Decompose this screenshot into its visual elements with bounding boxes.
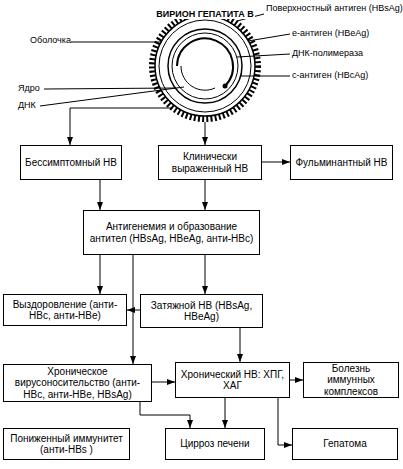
flow-arrow <box>100 255 101 294</box>
envelope-ring <box>159 20 251 112</box>
node-text: ВИРИОН ГЕПАТИТА В <box>155 9 254 19</box>
process-box: Антигенемия и образование антител (HBsAg… <box>83 210 260 255</box>
flow-arrow <box>70 108 173 145</box>
node-text: Болезнь иммунных комплексов <box>307 363 395 398</box>
node-text: Пониженный иммунитет (анти-HBs ) <box>7 433 126 456</box>
part-label: Оболочка <box>30 36 71 46</box>
dna-arc <box>177 38 233 86</box>
flow-arrow <box>127 310 140 311</box>
node-text: Фульминантный НВ <box>295 157 387 169</box>
process-box: Фульминантный НВ <box>290 145 393 180</box>
outcome-box: Выздоровление (анти-HBc, анти-HBe) <box>3 294 127 326</box>
node-text: Бессимптомный НВ <box>25 157 117 169</box>
flow-arrow <box>205 255 206 294</box>
part-label: с-антиген (HBcAg) <box>292 71 368 81</box>
outcome-box: Цирроз печени <box>165 428 265 460</box>
core-ring <box>168 29 242 103</box>
flow-arrow <box>225 398 226 428</box>
flow-arrow <box>133 255 134 364</box>
virion-drawing <box>147 6 263 126</box>
node-text: Цирроз печени <box>180 438 249 450</box>
title-band: ВИРИОН ГЕПАТИТА В <box>133 9 277 19</box>
leader-line <box>70 42 162 43</box>
flow-arrow <box>205 122 206 145</box>
process-box: Хронический НВ: ХПГ, ХАГ <box>175 362 290 398</box>
flow-arrow <box>278 398 292 445</box>
dna-arc <box>181 66 215 90</box>
flow-arrow <box>205 180 206 210</box>
surface-spikes <box>152 13 258 119</box>
leader-line <box>237 54 290 57</box>
virion-circle: ВИРИОН ГЕПАТИТА В <box>147 6 263 126</box>
outcome-box: Хроническое вирусоносительство (анти-HBc… <box>3 364 152 402</box>
leader-line <box>241 76 290 77</box>
flow-arrow <box>262 162 290 163</box>
flow-arrow <box>290 380 303 381</box>
polymerase-dot <box>223 84 228 89</box>
flow-arrow <box>100 180 101 210</box>
node-text: Антигенемия и образование антител (HBsAg… <box>87 221 256 244</box>
node-text: Хроническое вирусоносительство (анти-HBc… <box>7 366 148 401</box>
node-text: Выздоровление (анти-HBc, анти-HBe) <box>7 299 123 322</box>
node-text: Клинически выраженный НВ <box>162 151 258 174</box>
part-label: ДНК <box>18 101 36 111</box>
flow-arrow <box>240 328 241 362</box>
process-box: Затяжной НВ (HBsAg, HBeAg) <box>140 294 263 328</box>
outcome-box: Болезнь иммунных комплексов <box>303 362 399 398</box>
outcome-box: Гепатома <box>292 428 398 460</box>
outcome-box: Пониженный иммунитет (анти-HBs ) <box>3 428 130 460</box>
envelope-ring <box>155 16 255 116</box>
node-text: Затяжной НВ (HBsAg, HBeAg) <box>144 300 259 323</box>
part-label: Поверхностный антиген (HBsAg) <box>266 4 403 14</box>
part-label: Ядро <box>18 84 40 94</box>
flow-arrow <box>140 402 190 428</box>
core-ring <box>172 33 238 99</box>
part-label: е-антиген (HBeAg) <box>292 29 369 39</box>
process-box: Бессимптомный НВ <box>20 145 122 180</box>
flow-arrow <box>152 382 175 383</box>
process-box: Клинически выраженный НВ <box>158 145 262 180</box>
leader-line <box>40 87 184 106</box>
part-label: ДНК-полимераза <box>292 49 363 59</box>
node-text: Хронический НВ: ХПГ, ХАГ <box>179 369 286 392</box>
node-text: Гепатома <box>323 438 367 450</box>
